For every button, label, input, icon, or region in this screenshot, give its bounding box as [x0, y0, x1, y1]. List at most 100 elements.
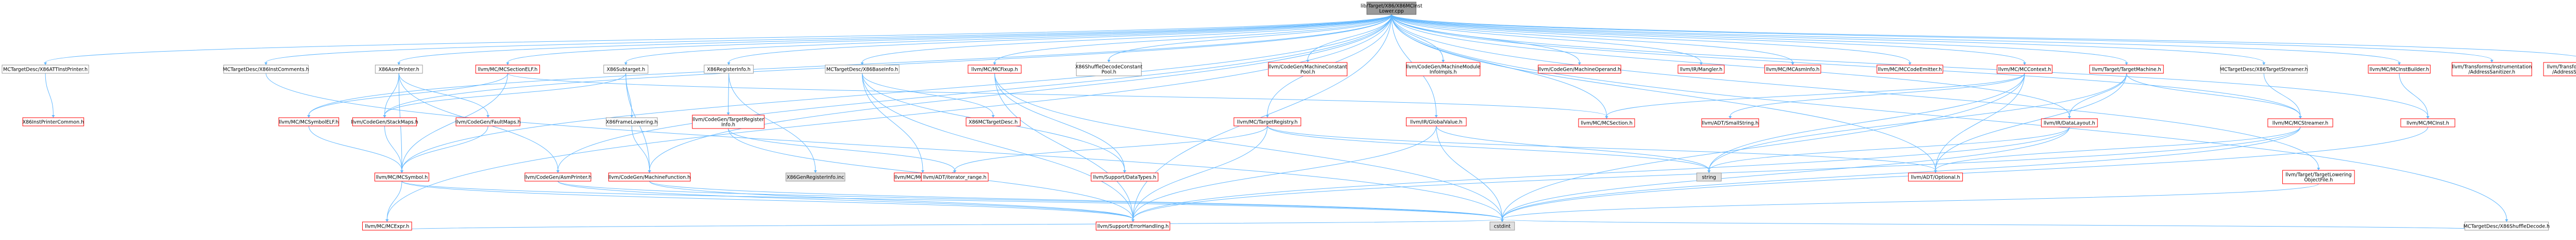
node-box: [1366, 2, 1417, 15]
node-X86ShuffleDecode[interactable]: MCTargetDesc/X86ShuffleDecode.h: [2464, 221, 2550, 231]
node-Mangler[interactable]: llvm/IR/Mangler.h: [1677, 65, 1725, 74]
node-MCAsmInfo[interactable]: llvm/MC/MCAsmInfo.h: [1764, 65, 1821, 74]
edge-TargetRegistry-to-string: [1267, 125, 1709, 171]
node-MCInst[interactable]: llvm/MC/MCInst.h: [2400, 118, 2455, 127]
node-label: Pool.h: [1300, 69, 1315, 75]
node-box: [1538, 65, 1621, 74]
node-DataLayout[interactable]: llvm/IR/DataLayout.h: [2041, 118, 2098, 127]
edge-root-to-MCFixup: [994, 14, 1392, 63]
node-box: [1876, 65, 1943, 74]
node-GlobalValue[interactable]: llvm/IR/GlobalValue.h: [1405, 117, 1467, 126]
node-X86FrameLowering[interactable]: X86FrameLowering.h: [606, 117, 658, 126]
node-MCStreamer[interactable]: llvm/MC/MCStreamer.h: [2267, 118, 2333, 127]
node-box: [785, 172, 845, 182]
node-X86MCTargetDesc[interactable]: X86MCTargetDesc.h: [965, 117, 1021, 126]
node-label: InfoImpls.h: [1430, 69, 1457, 75]
node-X86RegisterInfo[interactable]: X86RegisterInfo.h: [704, 65, 754, 74]
node-label: llvm/ADT/iterator_range.h: [923, 174, 987, 180]
node-Optional[interactable]: llvm/ADT/Optional.h: [1908, 172, 1963, 182]
edge-arrowhead-MCSymbol-to-MCExpr: [385, 219, 389, 222]
node-box: [1405, 62, 1481, 76]
node-MCSectionELF[interactable]: llvm/MC/MCSectionELF.h: [475, 65, 540, 74]
node-box: [1701, 118, 1759, 127]
node-label: X86RegisterInfo.h: [707, 67, 751, 72]
node-SmallString[interactable]: llvm/ADT/SmallString.h: [1701, 118, 1759, 127]
node-MCSection[interactable]: llvm/MC/MCSection.h: [1578, 118, 1635, 127]
node-box: [606, 117, 658, 126]
node-iterator_range[interactable]: llvm/ADT/iterator_range.h: [921, 172, 989, 182]
node-X86ATTInstPrinter[interactable]: MCTargetDesc/X86ATTInstPrinter.h: [2, 65, 89, 74]
node-MachineFunction[interactable]: llvm/CodeGen/MachineFunction.h: [608, 172, 691, 182]
node-string[interactable]: string: [1696, 172, 1722, 182]
edge-root-to-MachineConstantPool: [1307, 14, 1392, 60]
edge-arrowhead-X86RegisterInfo-to-X86GenRegisterInfo: [814, 170, 817, 173]
node-label: MCTargetDesc/X86InstComments.h: [223, 67, 309, 72]
node-MCSymbol[interactable]: llvm/MC/MCSymbol.h: [374, 172, 430, 182]
node-X86GenRegisterInfo[interactable]: X86GenRegisterInfo.inc: [785, 172, 845, 182]
node-TargetMachine[interactable]: llvm/Target/TargetMachine.h: [2089, 65, 2164, 74]
node-MCInstBuilder[interactable]: llvm/MC/MCInstBuilder.h: [2368, 65, 2431, 74]
node-FaultMaps[interactable]: llvm/CodeGen/FaultMaps.h: [455, 117, 521, 126]
node-X86InstPrinterCommon[interactable]: X86InstPrinterCommon.h: [23, 117, 84, 126]
node-MCCodeEmitter[interactable]: llvm/MC/MCCodeEmitter.h: [1876, 65, 1943, 74]
node-label: X86MCTargetDesc.h: [969, 119, 1018, 125]
node-label: llvm/Support/ErrorHandling.h: [1097, 223, 1169, 229]
edge-AsmPrinter-to-ErrorHandling: [557, 181, 1133, 220]
edge-MCSectionELF-to-MCSymbol: [401, 73, 508, 171]
edge-arrowhead-root-to-X86AsmPrinter: [397, 62, 401, 65]
node-label: llvm/CodeGen/FaultMaps.h: [455, 119, 521, 125]
edge-MCExpr-to-cstdint: [386, 219, 1503, 231]
node-X86InstComments[interactable]: MCTargetDesc/X86InstComments.h: [223, 65, 309, 74]
node-box: [692, 115, 765, 129]
node-MCExpr[interactable]: llvm/MC/MCExpr.h: [362, 221, 412, 231]
edge-arrowhead-root-to-X86InstComments: [264, 62, 268, 65]
node-label: Pool.h: [1101, 69, 1116, 75]
edge-X86InstComments-to-cstdint: [265, 73, 1503, 220]
edge-root-to-AddressSanitizerCommon: [1391, 14, 2576, 57]
node-box: [524, 172, 591, 182]
node-X86TargetStreamer[interactable]: MCTargetDesc/X86TargetStreamer.h: [2220, 65, 2308, 74]
node-label: llvm/Support/DataTypes.h: [1093, 174, 1157, 180]
node-cstdint[interactable]: cstdint: [1489, 221, 1515, 231]
node-AsmPrinter[interactable]: llvm/CodeGen/AsmPrinter.h: [524, 172, 592, 182]
node-label: MCTargetDesc/X86TargetStreamer.h: [2220, 67, 2308, 72]
node-label: llvm/MC/MCInst.h: [2406, 120, 2449, 126]
edge-arrowhead-X86BaseInfo-to-X86MCTargetDesc: [991, 115, 995, 118]
node-label: llvm/MC/MCAsmInfo.h: [1766, 67, 1820, 72]
node-box: [704, 65, 754, 74]
edge-X86BaseInfo-to-X86MCTargetDesc: [861, 73, 994, 116]
node-StackMaps[interactable]: llvm/CodeGen/StackMaps.h: [351, 117, 418, 126]
node-MachineOperand[interactable]: llvm/CodeGen/MachineOperand.h: [1538, 65, 1621, 74]
node-MCFixup[interactable]: llvm/MC/MCFixup.h: [968, 65, 1022, 74]
node-X86AsmPrinter[interactable]: X86AsmPrinter.h: [375, 65, 423, 74]
node-label: llvm/CodeGen/StackMaps.h: [351, 119, 418, 125]
node-X86Subtarget[interactable]: X86Subtarget.h: [603, 65, 649, 74]
node-MCSymbolELF[interactable]: llvm/MC/MCSymbolELF.h: [278, 117, 340, 126]
edge-DataLayout-to-ErrorHandling: [1132, 126, 2070, 220]
edge-arrowhead-root-to-TargetRegistry: [1265, 115, 1269, 118]
node-MCContext[interactable]: llvm/MC/MCContext.h: [1996, 65, 2053, 74]
edge-root-to-MCAsmInfo: [1391, 14, 1793, 63]
node-TargetRegistry[interactable]: llvm/MC/TargetRegistry.h: [1233, 117, 1301, 126]
node-DataTypes[interactable]: llvm/Support/DataTypes.h: [1091, 172, 1159, 182]
node-AddressSanitizer[interactable]: llvm/Transforms/Instrumentation/AddressS…: [2451, 62, 2532, 76]
node-AddressSanitizerCommon[interactable]: llvm/Transforms/Instrumentation/AddressS…: [2543, 62, 2576, 76]
node-ErrorHandling[interactable]: llvm/Support/ErrorHandling.h: [1095, 221, 1171, 231]
edge-TargetRegistry-to-iterator_range: [954, 125, 1268, 171]
edge-X86RegisterInfo-to-X86GenRegisterInfo: [728, 73, 816, 171]
edge-X86RegisterInfo-to-TargetRegisterInfo: [728, 73, 730, 113]
edge-MCContext-to-string: [1708, 73, 2025, 171]
node-box: [223, 65, 309, 74]
edge-root-to-TargetLoweringObjectFile: [1391, 14, 2319, 168]
edge-MCFixup-to-ErrorHandling: [994, 73, 1133, 220]
edge-TargetMachine-to-MCStreamer: [2126, 73, 2301, 117]
node-X86BaseInfo[interactable]: MCTargetDesc/X86BaseInfo.h: [825, 65, 900, 74]
edge-root-to-TargetMachine: [1391, 14, 2127, 63]
edge-arrowhead-root-to-MCSectionELF: [506, 62, 510, 65]
